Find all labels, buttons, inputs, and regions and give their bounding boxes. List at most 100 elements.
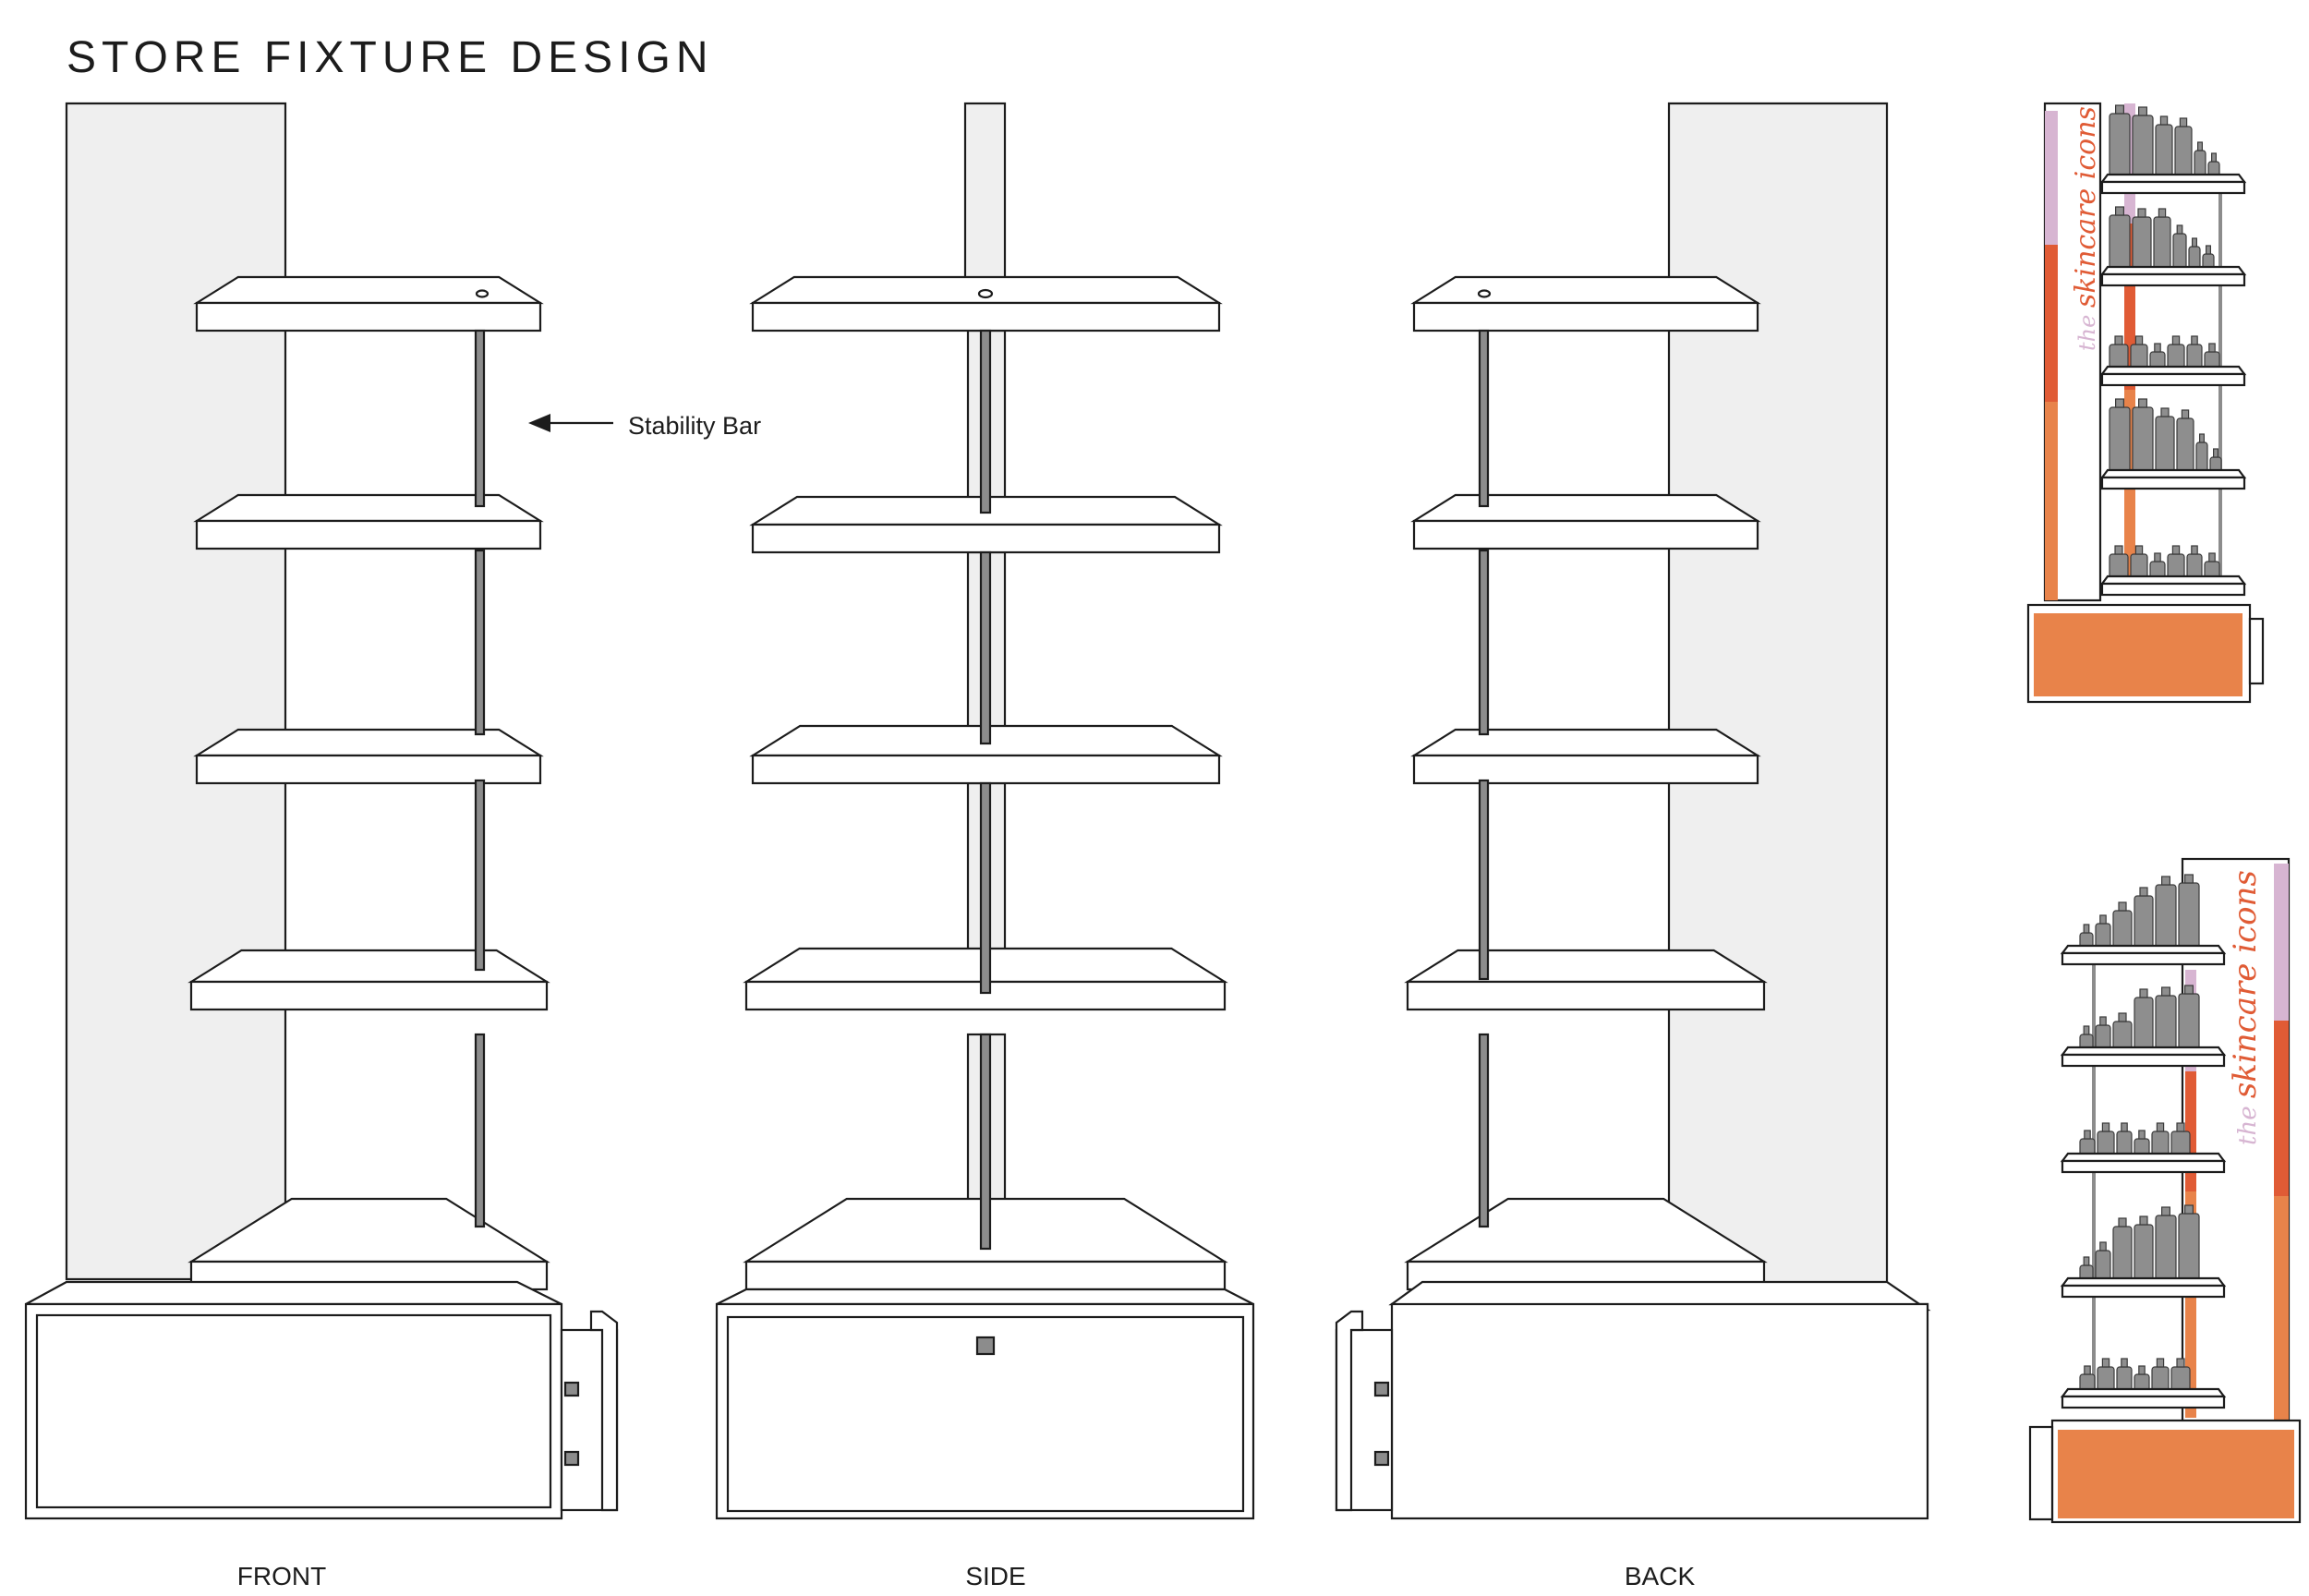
top-shelf-5-cap-6 bbox=[2208, 552, 2216, 562]
bottom-render-shelf-1-front bbox=[2061, 951, 2226, 966]
color-rendering-top: the skincare icons bbox=[2026, 102, 2265, 704]
bottom-shelf-5-cap-2 bbox=[2101, 1358, 2110, 1368]
bottom-shelf-1-cap-6 bbox=[2184, 874, 2194, 884]
bottom-shelf-1-bottle-4 bbox=[2134, 895, 2154, 952]
back-label: BACK bbox=[1625, 1562, 1696, 1590]
bottom-shelf-5-cap-1 bbox=[2084, 1365, 2091, 1375]
back-shelf-2-front bbox=[1412, 519, 1759, 550]
top-shelf-3-cap-4 bbox=[2171, 335, 2181, 345]
back-shelf-3-top bbox=[1410, 728, 1761, 757]
front-label: FRONT bbox=[237, 1562, 326, 1590]
bottom-shelf-4-cap-1 bbox=[2083, 1256, 2090, 1266]
bottom-brand-name: skincare icons bbox=[2227, 870, 2264, 1098]
side-base-top bbox=[716, 1288, 1254, 1306]
top-base-tab bbox=[2248, 617, 2265, 685]
front-shelf-2-front bbox=[195, 519, 542, 550]
top-shelf-3-cap-3 bbox=[2154, 343, 2161, 353]
top-shelf-4-bottle-4 bbox=[2176, 417, 2194, 477]
top-shelf-4-cap-2 bbox=[2138, 398, 2148, 408]
front-base-top bbox=[25, 1280, 562, 1306]
front-stability-bar-3 bbox=[474, 779, 486, 972]
top-shelf-1-cap-5 bbox=[2197, 141, 2204, 151]
back-view bbox=[1335, 102, 1931, 1520]
bottom-render-shelf-2-top bbox=[2060, 1046, 2227, 1057]
bottom-render-shelf-1-top bbox=[2060, 944, 2227, 955]
bottom-shelf-4-cap-5 bbox=[2161, 1206, 2171, 1216]
top-render-shelf-5-top bbox=[2099, 574, 2247, 586]
top-rod bbox=[2218, 194, 2222, 582]
bottom-shelf-3-cap-4 bbox=[2138, 1130, 2146, 1140]
bottom-shelf-1-bottle-5 bbox=[2155, 884, 2177, 952]
bottom-shelf-2-bottle-5 bbox=[2155, 995, 2177, 1054]
front-base-inset bbox=[35, 1313, 552, 1509]
bottom-shelf-4-cap-4 bbox=[2139, 1215, 2148, 1226]
top-stripe-orange bbox=[2045, 402, 2058, 600]
top-shelf-2-bottle-1 bbox=[2109, 214, 2131, 273]
top-brand-name: skincare icons bbox=[2070, 106, 2102, 308]
front-shelf-1-top bbox=[193, 275, 544, 305]
top-shelf-1-cap-6 bbox=[2211, 152, 2218, 163]
top-render-shelf-5-front bbox=[2100, 582, 2246, 597]
bottom-shelf-4-bottle-4 bbox=[2134, 1224, 2154, 1285]
bottom-shelf-3-cap-2 bbox=[2101, 1122, 2110, 1132]
bottom-shelf-1-cap-5 bbox=[2161, 876, 2171, 886]
side-shelf-3-front bbox=[751, 754, 1221, 785]
top-render-shelf-4-top bbox=[2099, 468, 2247, 479]
bottom-render-shelf-5-top bbox=[2060, 1387, 2227, 1398]
top-shelf-2-bottle-2 bbox=[2132, 216, 2152, 273]
bottom-render-shelf-4-top bbox=[2060, 1276, 2227, 1288]
bottom-shelf-4-bottle-6 bbox=[2178, 1213, 2200, 1285]
bottom-stripe-lavender bbox=[2274, 864, 2289, 1021]
front-view bbox=[24, 102, 619, 1520]
back-shelf-1-top bbox=[1410, 275, 1761, 305]
bottom-shelf-2-cap-4 bbox=[2139, 988, 2148, 998]
stability-bar-label: Stability Bar bbox=[628, 412, 761, 440]
bottom-shelf-5-cap-5 bbox=[2156, 1358, 2165, 1368]
bottom-shelf-2-bottle-4 bbox=[2134, 997, 2154, 1054]
bottom-render-shelf-4-front bbox=[2061, 1284, 2226, 1299]
top-shelf-2-bottle-3 bbox=[2153, 216, 2171, 273]
top-render-shelf-1-top bbox=[2099, 173, 2247, 184]
back-tab-bolt-2 bbox=[1373, 1450, 1390, 1467]
top-brand-the: the bbox=[2074, 308, 2100, 351]
top-render-shelf-4-front bbox=[2100, 476, 2246, 490]
top-shelf-1-cap-1 bbox=[2115, 104, 2125, 115]
top-shelf-2-cap-4 bbox=[2176, 224, 2183, 235]
top-render-shelf-2-front bbox=[2100, 272, 2246, 287]
back-shelf-1-front bbox=[1412, 301, 1759, 332]
side-center-post-top bbox=[963, 102, 1007, 286]
front-stability-bar-2 bbox=[474, 549, 486, 736]
bottom-shelf-3-cap-3 bbox=[2121, 1122, 2128, 1132]
top-shelf-4-cap-3 bbox=[2160, 407, 2170, 417]
bottom-shelf-2-bottle-6 bbox=[2178, 993, 2200, 1054]
top-shelf-2-cap-3 bbox=[2158, 208, 2167, 218]
bottom-shelf-5-cap-4 bbox=[2138, 1365, 2146, 1375]
side-bar-hole bbox=[977, 288, 994, 299]
top-shelf-1-cap-4 bbox=[2179, 117, 2188, 127]
front-shelf-1-front bbox=[195, 301, 542, 332]
side-base-bolt bbox=[975, 1336, 996, 1356]
bottom-brand-the: the bbox=[2234, 1098, 2262, 1145]
top-shelf-3-cap-5 bbox=[2191, 335, 2198, 345]
side-shelf-2-front bbox=[751, 523, 1221, 554]
bottom-render-shelf-3-top bbox=[2060, 1152, 2227, 1163]
top-shelf-1-bottle-2 bbox=[2132, 115, 2154, 181]
front-side-tab-edge bbox=[589, 1310, 619, 1512]
stability-bar-callout: Stability Bar bbox=[528, 412, 761, 440]
side-stability-bar-4 bbox=[979, 1033, 992, 1251]
top-shelf-3-cap-2 bbox=[2134, 335, 2144, 345]
top-shelf-2-cap-2 bbox=[2137, 208, 2146, 218]
top-shelf-4-bottle-2 bbox=[2132, 406, 2154, 477]
top-shelf-1-bottle-1 bbox=[2109, 113, 2131, 181]
back-bar-hole bbox=[1477, 289, 1492, 298]
front-shelf-3-front bbox=[195, 754, 542, 785]
top-shelf-1-cap-3 bbox=[2159, 115, 2169, 126]
bottom-stripe-red bbox=[2274, 1021, 2289, 1196]
top-shelf-3-cap-6 bbox=[2208, 343, 2216, 353]
bottom-shelf-5-cap-3 bbox=[2121, 1358, 2128, 1368]
top-shelf-2-cap-6 bbox=[2206, 245, 2212, 255]
top-shelf-2-cap-1 bbox=[2115, 206, 2125, 216]
top-render-shelf-3-front bbox=[2100, 372, 2246, 387]
top-shelf-4-bottle-1 bbox=[2109, 406, 2131, 477]
